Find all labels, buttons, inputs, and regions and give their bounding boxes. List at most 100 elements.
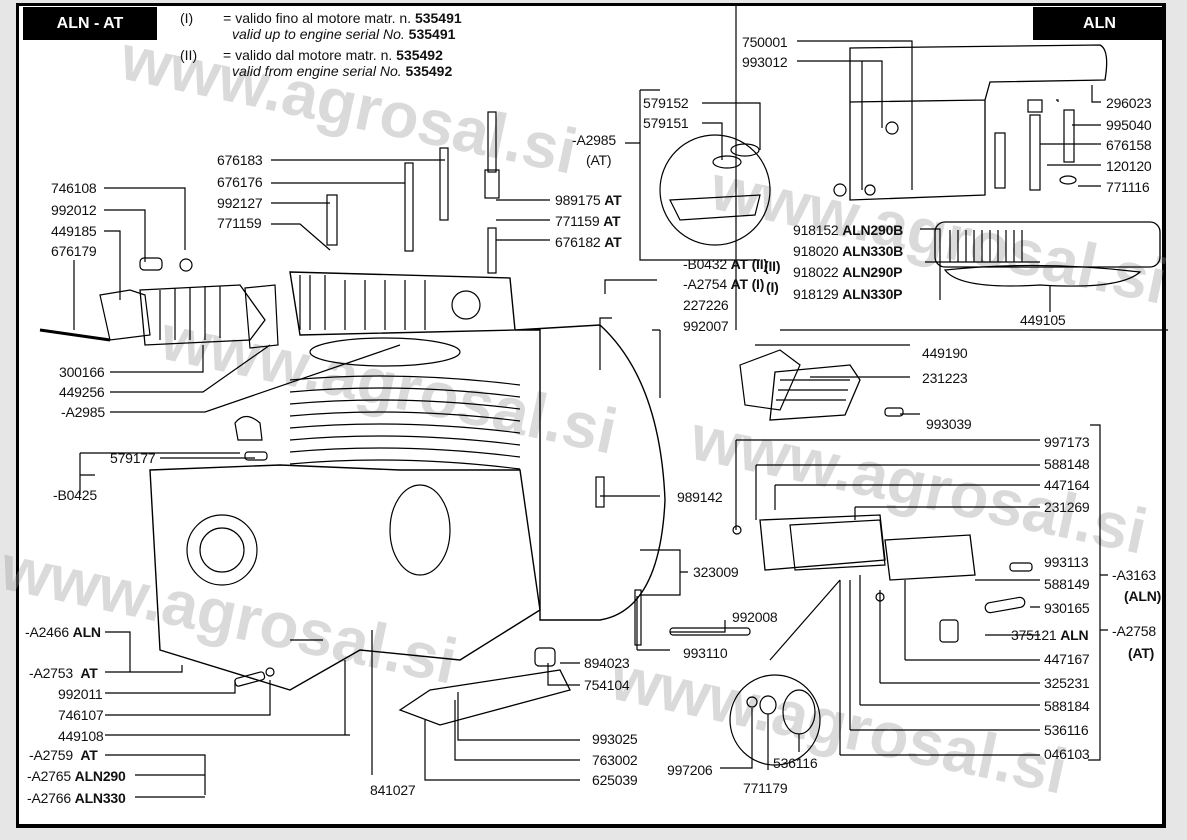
part-label[interactable]: 449185 [51, 223, 97, 239]
part-label[interactable]: 579151 [643, 115, 689, 131]
kit-label[interactable]: -A2765 ALN290 [27, 768, 126, 784]
base-plate-drawing [398, 669, 571, 726]
kit-label[interactable]: -A2985 [572, 132, 616, 148]
oil-cap-drawing [234, 415, 263, 441]
part-label[interactable]: 447164 [1044, 477, 1090, 493]
part-label[interactable]: 992007 [683, 318, 729, 334]
part-label[interactable]: 296023 [1106, 95, 1152, 111]
part-label[interactable]: 579152 [643, 95, 689, 111]
part-label-at[interactable]: 676182 AT [555, 234, 622, 250]
stud-drawing [439, 147, 449, 221]
variant-label[interactable]: 918020 ALN330B [793, 243, 904, 259]
part-label[interactable]: 750001 [742, 34, 788, 50]
kit-label[interactable]: -A2466 ALN [25, 624, 101, 640]
bracket-drawing [939, 619, 959, 643]
part-label[interactable]: 231269 [1044, 499, 1090, 515]
part-label[interactable]: 300166 [59, 364, 105, 380]
part-label[interactable]: 449190 [922, 345, 968, 361]
part-label[interactable]: 992008 [732, 609, 778, 625]
part-label[interactable]: 746108 [51, 180, 97, 196]
part-label[interactable]: 997206 [667, 762, 713, 778]
part-label[interactable]: 536116 [773, 755, 818, 771]
part-label[interactable]: 993113 [1044, 554, 1089, 570]
part-label-at[interactable]: 771159 AT [555, 213, 621, 229]
part-label[interactable]: 992011 [58, 686, 103, 702]
part-label[interactable]: 894023 [584, 655, 630, 671]
part-label[interactable]: 676176 [217, 174, 263, 190]
part-label[interactable]: 449105 [1020, 312, 1066, 328]
part-label[interactable]: 676158 [1106, 137, 1152, 153]
part-label-at[interactable]: 989175 AT [555, 192, 622, 208]
part-label[interactable]: 231223 [922, 370, 968, 386]
part-label[interactable]: 992012 [51, 202, 97, 218]
part-label[interactable]: 993025 [592, 731, 638, 747]
crankcase-drawing [149, 464, 541, 691]
bolt-drawing [669, 627, 751, 636]
washer-drawing [864, 184, 876, 196]
part-label[interactable]: 588149 [1044, 576, 1090, 592]
part-label[interactable]: 447167 [1044, 651, 1090, 667]
part-label[interactable]: 449256 [59, 384, 105, 400]
exhaust-fins [776, 379, 850, 401]
part-label[interactable]: 771116 [1106, 179, 1150, 195]
detail-leader [769, 579, 841, 661]
part-label[interactable]: 676179 [51, 243, 97, 259]
part-label[interactable]: 449108 [58, 728, 104, 744]
part-label[interactable]: 588184 [1044, 698, 1090, 714]
kit-label[interactable]: -A2754 AT (I) [683, 276, 765, 292]
part-label[interactable]: 841027 [370, 782, 416, 798]
part-label[interactable]: 993110 [683, 645, 728, 661]
part-label[interactable]: 227226 [683, 297, 729, 313]
nut-drawing [1059, 175, 1077, 185]
kit-label[interactable]: -B0425 [53, 487, 97, 503]
valve-cover-drawing [934, 221, 1161, 268]
kit-label[interactable]: -B0432 AT (II) [683, 256, 768, 272]
leader-lines-right-lower [839, 575, 1040, 756]
kit-label[interactable]: -A2985 [61, 404, 105, 420]
part-label[interactable]: 993012 [742, 54, 788, 70]
part-label[interactable]: 993039 [926, 416, 972, 432]
part-label[interactable]: 625039 [592, 772, 638, 788]
part-label[interactable]: 989142 [677, 489, 723, 505]
bearing-bore-drawing [199, 527, 245, 573]
part-label[interactable]: 930165 [1044, 600, 1090, 616]
part-label[interactable]: 676183 [217, 152, 263, 168]
part-label-aln[interactable]: 375121 ALN [1011, 627, 1089, 643]
part-label[interactable]: 046103 [1044, 746, 1090, 762]
part-label[interactable]: 325231 [1044, 675, 1090, 691]
variant-label[interactable]: 918022 ALN290P [793, 264, 903, 280]
exhaust-frame-drawing [789, 519, 886, 571]
kit-label[interactable]: -A2766 ALN330 [27, 790, 126, 806]
gasket-drawing [99, 289, 151, 341]
part-label[interactable]: 536116 [1044, 722, 1089, 738]
part-label[interactable]: 763002 [592, 752, 638, 768]
variant-label[interactable]: 918129 ALN330P [793, 286, 903, 302]
part-label[interactable]: 997173 [1044, 434, 1090, 450]
gasket-drawing [244, 284, 279, 349]
screw-drawing [234, 671, 266, 687]
kit-label[interactable]: -A2759 AT [29, 747, 98, 763]
part-label[interactable]: 754104 [584, 677, 630, 693]
part-label[interactable]: 323009 [693, 564, 739, 580]
valve-cover-fins [949, 230, 1023, 262]
port-drawing [451, 290, 481, 320]
part-label[interactable]: 771159 [217, 215, 262, 231]
o-ring-drawing [712, 155, 742, 169]
variant-label[interactable]: 918152 ALN290B [793, 222, 904, 238]
kit-label[interactable]: -A2758 [1112, 623, 1156, 639]
part-label[interactable]: 995040 [1106, 117, 1152, 133]
part-label[interactable]: 992127 [217, 195, 263, 211]
part-label[interactable]: 746107 [58, 707, 104, 723]
part-label[interactable]: 588148 [1044, 456, 1090, 472]
leader-lines-center [547, 495, 726, 686]
disc-drawing [782, 689, 816, 735]
part-label[interactable]: 579177 [110, 450, 156, 466]
serial-note-1: (I) = valido fino al motore matr. n. 535… [180, 10, 462, 42]
kit-label[interactable]: -A2753 AT [29, 665, 98, 681]
kit-label[interactable]: -A3163 [1112, 567, 1156, 583]
nut-drawing [875, 592, 885, 602]
part-label[interactable]: 120120 [1106, 158, 1152, 174]
part-label[interactable]: 771179 [743, 780, 788, 796]
plug-drawing [534, 647, 556, 667]
